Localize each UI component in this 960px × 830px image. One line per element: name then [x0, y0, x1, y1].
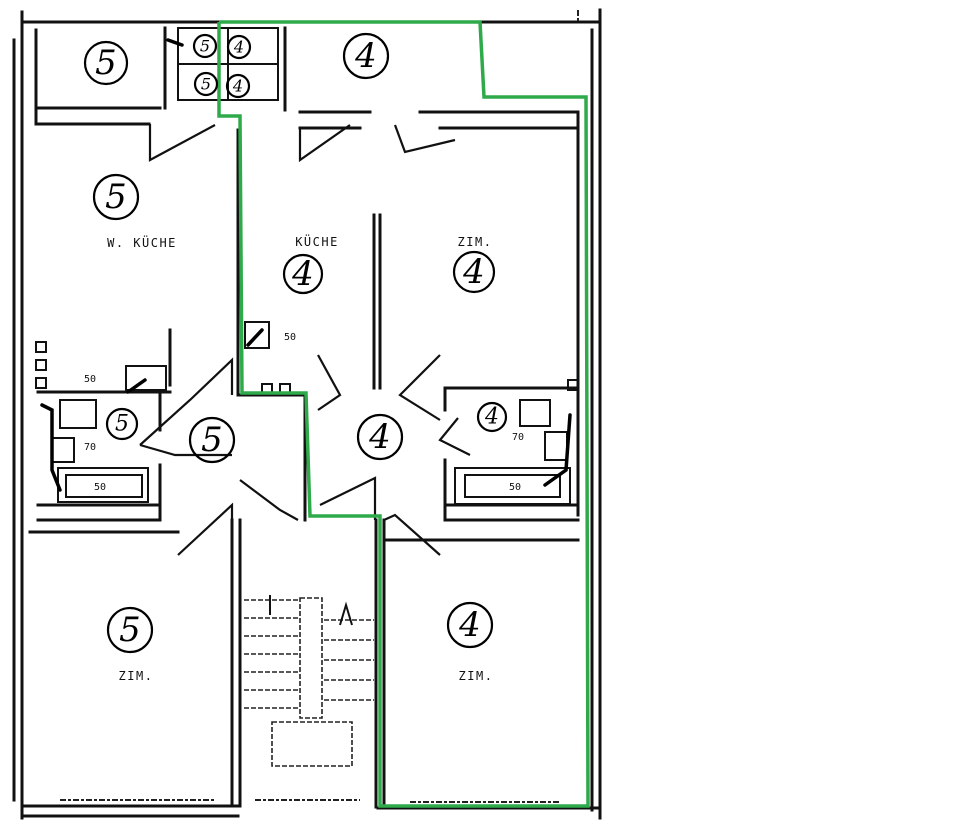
dimension-labels: 50 50 70 50 70 50 [84, 332, 524, 493]
svg-text:5: 5 [95, 43, 117, 83]
interior-walls [28, 26, 580, 810]
svg-text:5: 5 [119, 610, 141, 650]
room-5-bath: 5 [105, 407, 139, 441]
svg-text:5: 5 [201, 75, 211, 94]
svg-text:5: 5 [105, 177, 127, 217]
room-5-zim-lower: 5 ZIM. [106, 606, 154, 683]
svg-text:4: 4 [354, 36, 377, 76]
svg-text:ZIM.: ZIM. [459, 669, 494, 683]
svg-text:4: 4 [232, 77, 243, 96]
svg-text:4: 4 [291, 254, 314, 294]
svg-text:50: 50 [94, 482, 106, 493]
room-4-zim-upper: 4 ZIM. [452, 235, 496, 294]
room-5-top-left: 5 [83, 40, 129, 86]
svg-text:5: 5 [115, 412, 129, 437]
svg-text:4: 4 [368, 417, 391, 457]
meter-numbers: 5 4 5 4 [192, 33, 252, 99]
room-numbers: 5 4 5 W. KÜCHE 4 KÜCHE 4 ZIM. 5 5 [83, 32, 508, 683]
highlighted-unit-outline [217, 20, 590, 808]
svg-text:50: 50 [84, 374, 96, 385]
svg-text:5: 5 [201, 420, 223, 460]
svg-text:ZIM.: ZIM. [458, 235, 493, 249]
svg-text:4: 4 [484, 405, 499, 430]
room-4-top-right: 4 [342, 32, 390, 80]
svg-text:70: 70 [84, 442, 96, 453]
svg-text:4: 4 [458, 605, 481, 645]
room-4-zim-lower: 4 ZIM. [446, 601, 494, 683]
svg-text:50: 50 [509, 482, 521, 493]
room-5-wkuche: 5 W. KÜCHE [92, 173, 177, 250]
svg-text:W. KÜCHE: W. KÜCHE [107, 234, 177, 250]
room-4-bath: 4 [476, 401, 508, 433]
stairwell [244, 595, 374, 767]
svg-text:5: 5 [200, 37, 210, 56]
svg-text:50: 50 [284, 332, 296, 343]
svg-text:4: 4 [233, 38, 244, 57]
doors [139, 124, 471, 556]
svg-text:4: 4 [462, 252, 485, 292]
room-5-hall: 5 [188, 416, 236, 464]
svg-text:KÜCHE: KÜCHE [295, 233, 339, 249]
svg-text:ZIM.: ZIM. [119, 669, 154, 683]
pipes [40, 38, 572, 492]
room-4-hall: 4 [356, 413, 404, 461]
svg-text:70: 70 [512, 432, 524, 443]
room-4-kuche: 4 KÜCHE [282, 233, 339, 295]
